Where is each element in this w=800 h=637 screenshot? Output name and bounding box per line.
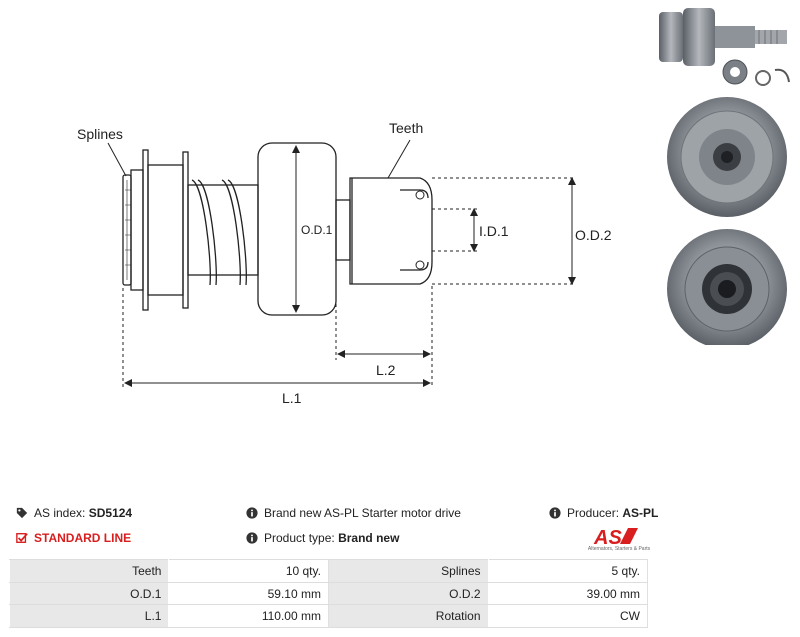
- logo-mark: AS: [593, 527, 622, 549]
- spec-table: Teeth 10 qty. Splines 5 qty. O.D.1 59.10…: [8, 559, 648, 629]
- info-icon: [246, 532, 258, 544]
- checkbox-icon: [16, 533, 28, 543]
- as-pl-logo: AS: [593, 527, 638, 549]
- table-row: L.1 110.00 mm Rotation CW: [8, 604, 648, 629]
- info-icon: [549, 507, 561, 519]
- l2-label: L.2: [376, 362, 396, 378]
- splines-leader: [107, 142, 127, 177]
- spec-label: O.D.2: [327, 581, 489, 606]
- description-row: Brand new AS-PL Starter motor drive: [246, 506, 461, 520]
- product-photos: [659, 8, 790, 345]
- teeth-leader: [387, 139, 411, 179]
- od1-label: O.D.1: [301, 223, 333, 237]
- front-view-photo: [667, 97, 787, 217]
- product-type-row: Product type: Brand new: [246, 531, 399, 545]
- teeth-label: Teeth: [389, 120, 423, 136]
- producer-value: AS-PL: [622, 506, 659, 520]
- side-view-photo: [659, 8, 790, 86]
- spec-value: 39.00 mm: [487, 581, 648, 606]
- splines-label: Splines: [77, 126, 123, 142]
- producer-label: Producer:: [567, 506, 620, 520]
- rear-view-photo: [667, 229, 787, 345]
- spec-label: Splines: [327, 559, 489, 583]
- spec-value: 110.00 mm: [168, 604, 329, 629]
- drive-outline: [122, 142, 433, 316]
- spec-label: Rotation: [327, 604, 489, 629]
- as-index-label: AS index:: [34, 506, 86, 520]
- id1-label: I.D.1: [479, 223, 509, 239]
- spec-label: O.D.1: [8, 581, 170, 606]
- as-index-row: AS index: SD5124: [16, 506, 132, 520]
- od2-label: O.D.2: [575, 227, 612, 243]
- description-text: Brand new AS-PL Starter motor drive: [264, 506, 461, 520]
- standard-line-row: STANDARD LINE: [16, 531, 131, 545]
- spec-value: CW: [487, 604, 648, 629]
- standard-line-label: STANDARD LINE: [34, 531, 132, 545]
- technical-drawing: Splines Teeth O.D.1 I.D.1 O.D.2 L.2 L.1: [77, 120, 612, 406]
- table-row: Teeth 10 qty. Splines 5 qty.: [8, 559, 648, 583]
- spec-value: 5 qty.: [487, 559, 648, 583]
- table-row: O.D.1 59.10 mm O.D.2 39.00 mm: [8, 581, 648, 606]
- spec-label: L.1: [8, 604, 170, 629]
- spec-value: 10 qty.: [168, 559, 329, 583]
- l1-label: L.1: [282, 390, 302, 406]
- tags-icon: [16, 507, 28, 519]
- logo-tagline: Alternators, Starters & Parts: [587, 546, 651, 552]
- info-icon: [246, 507, 258, 519]
- producer-row: Producer: AS-PL: [549, 506, 658, 520]
- spec-label: Teeth: [8, 559, 170, 583]
- product-type-label: Product type:: [264, 531, 335, 545]
- product-type-value: Brand new: [338, 531, 400, 545]
- as-index-value: SD5124: [88, 506, 133, 520]
- spec-value: 59.10 mm: [168, 581, 329, 606]
